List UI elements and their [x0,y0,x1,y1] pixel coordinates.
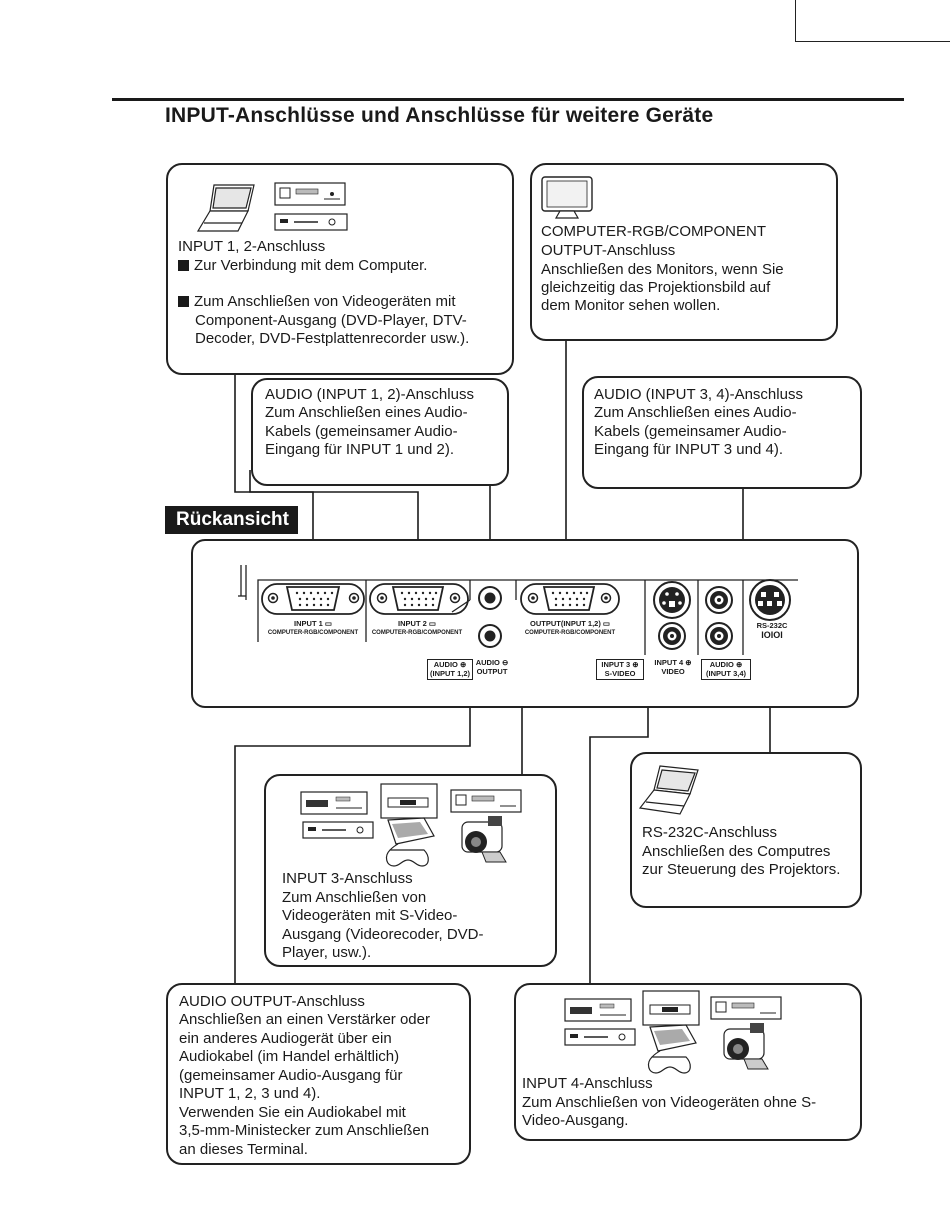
rear-view-label: Rückansicht [165,506,298,534]
input3-line3: Videogeräten mit S-Video- [282,907,458,924]
computer-out-line2: OUTPUT-Anschluss [541,242,676,259]
dvd-player-icon [642,990,700,1026]
audio-output-line6: INPUT 1, 2, 3 und 4). [179,1085,321,1102]
bullet-square [178,260,189,271]
dvd-player-icon [274,182,346,206]
rs232c-line2: Anschließen des Computres [642,843,831,860]
audio-output-line5: (gemeinsamer Audio-Ausgang für [179,1067,403,1084]
audio-output-line4: Audiokabel (im Handel erhältlich) [179,1048,400,1065]
panel-label-audio-in12: AUDIO ⊕ (INPUT 1,2) [427,659,473,680]
dvd-player-icon [380,783,438,819]
rs232c-line3: zur Steuerung des Projektors. [642,861,841,878]
input3-line2: Zum Anschließen von [282,889,427,906]
input12-bullet1: Zur Verbindung mit dem Computer. [178,257,427,276]
s-video-jack-icon [653,581,691,619]
game-console-icon [385,817,435,867]
input3-callout: INPUT 3-Anschluss Zum Anschließen von Vi… [264,774,557,967]
vga-input1-icon [261,583,365,615]
vcr-icon [300,791,368,815]
camcorder-icon [461,816,507,863]
audio-output-jack-icon [478,624,502,648]
audio-in12-jack-icon [478,586,502,610]
audio34-callout: AUDIO (INPUT 3, 4)-Anschluss Zum Anschli… [582,376,862,489]
audio34-line4: Eingang für INPUT 3 und 4). [594,441,783,458]
audio34-jack-top-icon [705,586,733,614]
input3-line4: Ausgang (Videorecoder, DVD- [282,926,484,943]
audio34-line2: Zum Anschließen eines Audio- [594,404,797,421]
audio34-line3: Kabels (gemeinsamer Audio- [594,423,787,440]
panel-label-input4: INPUT 4 ⊕ VIDEO [654,658,692,676]
input4-line1: INPUT 4-Anschluss [522,1075,653,1092]
input12-bullet2-line3: Decoder, DVD-Festplattenrecorder usw.). [195,330,470,347]
monitor-icon [541,176,593,219]
audio-output-callout: AUDIO OUTPUT-Anschluss Anschließen an ei… [166,983,471,1165]
input3-line5: Player, usw.). [282,944,372,961]
laptop-icon [638,765,699,815]
audio12-line2: Zum Anschließen eines Audio- [265,404,468,421]
audio34-line1: AUDIO (INPUT 3, 4)-Anschluss [594,386,803,403]
game-console-icon [647,1024,697,1074]
audio-output-line1: AUDIO OUTPUT-Anschluss [179,993,365,1010]
panel-label-audio-output: AUDIO ⊖ OUTPUT [475,658,509,676]
audio-output-line8: 3,5-mm-Ministecker zum Anschließen [179,1122,430,1139]
audio12-line1: AUDIO (INPUT 1, 2)-Anschluss [265,386,474,403]
input12-bullet2-line2: Component-Ausgang (DVD-Player, DTV- [195,312,467,329]
camcorder-icon [723,1023,769,1070]
audio-output-line9: an dieses Terminal. [179,1141,308,1158]
page-title: INPUT-Anschlüsse und Anschlüsse für weit… [165,104,714,127]
title-rule [112,98,904,101]
rs232c-callout: RS-232C-Anschluss Anschließen des Comput… [630,752,862,908]
audio12-line3: Kabels (gemeinsamer Audio- [265,423,458,440]
dvd-player-icon [450,789,522,813]
panel-label-input3: INPUT 3 ⊕ S-VIDEO [596,659,644,680]
audio12-callout: AUDIO (INPUT 1, 2)-Anschluss Zum Anschli… [251,378,509,486]
input4-callout: INPUT 4-Anschluss Zum Anschließen von Vi… [514,983,862,1141]
input4-line3: Video-Ausgang. [522,1112,629,1129]
input12-callout: INPUT 1, 2-Anschluss Zur Verbindung mit … [166,163,514,375]
panel-label-output: OUTPUT(INPUT 1,2) ▭ COMPUTER-RGB/COMPONE… [524,619,616,636]
panel-label-input1: INPUT 1 ▭ COMPUTER-RGB/COMPONENT [267,619,359,636]
panel-label-input2: INPUT 2 ▭ COMPUTER-RGB/COMPONENT [371,619,463,636]
computer-out-line1: COMPUTER-RGB/COMPONENT [541,223,766,240]
laptop-icon [196,184,255,232]
audio34-jack-bottom-icon [705,622,733,650]
panel-label-rs232c: RS-232C IOIOI [756,621,788,640]
audio-output-line2: Anschließen an einen Verstärker oder [179,1011,430,1028]
audio-output-line7: Verwenden Sie ein Audiokabel mit [179,1104,406,1121]
audio-output-line3: ein anderes Audiogerät über ein [179,1030,392,1047]
audio12-line4: Eingang für INPUT 1 und 2). [265,441,454,458]
vcr-icon [564,998,632,1022]
page-tab-box [795,0,950,42]
dvd-recorder-icon [302,821,374,839]
bullet-square [178,296,189,307]
dvd-recorder-icon [564,1028,636,1046]
vga-input2-icon [369,583,469,615]
input4-line2: Zum Anschließen von Videogeräten ohne S- [522,1094,817,1111]
panel-label-audio34: AUDIO ⊕ (INPUT 3,4) [701,659,751,680]
vga-output-icon [520,583,620,615]
computer-out-callout: COMPUTER-RGB/COMPONENT OUTPUT-Anschluss … [530,163,838,341]
computer-out-line5: dem Monitor sehen wollen. [541,297,721,314]
input12-heading: INPUT 1, 2-Anschluss [178,238,326,255]
video-input4-jack-icon [658,622,686,650]
dvd-recorder-icon [274,213,348,231]
input3-line1: INPUT 3-Anschluss [282,870,413,887]
rs232c-port-icon [749,579,791,621]
dvd-player-icon [710,996,782,1020]
computer-out-line3: Anschließen des Monitors, wenn Sie [541,261,784,278]
rs232c-line1: RS-232C-Anschluss [642,824,778,841]
computer-out-line4: gleichzeitig das Projektionsbild auf [541,279,771,296]
input12-bullet2: Zum Anschließen von Videogeräten mit [178,293,456,312]
